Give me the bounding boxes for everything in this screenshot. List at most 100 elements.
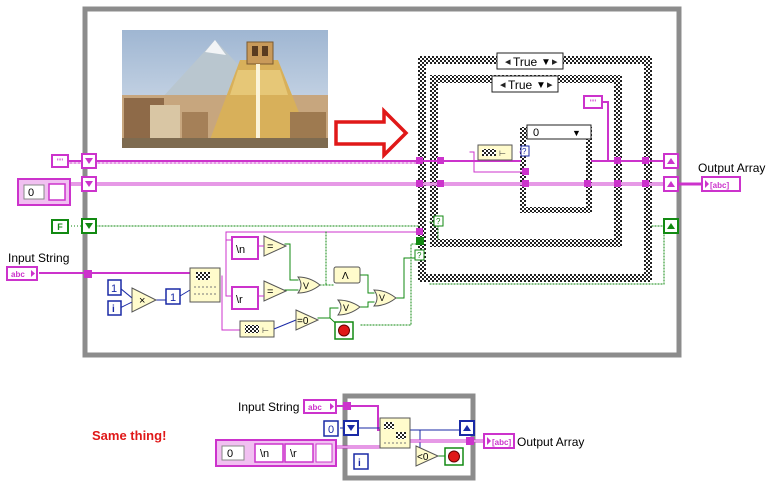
shift-register-left-array[interactable]	[81, 176, 97, 192]
less-zero-symbol: <0	[417, 452, 429, 463]
inner-case-selector[interactable]: ◂ True ▼ ▸	[491, 75, 559, 93]
array-element-0[interactable]	[254, 443, 284, 463]
and-gate[interactable]: Λ	[333, 266, 361, 284]
match-pattern-function[interactable]	[379, 417, 411, 449]
iteration-text: i	[358, 458, 361, 469]
shift-register-left-bool[interactable]	[81, 218, 97, 234]
cr-text: \r	[236, 294, 243, 306]
case-selector-question: ?	[414, 249, 425, 261]
false-constant-text: F	[57, 222, 63, 232]
shift-register-right-string[interactable]	[663, 153, 679, 169]
shift-register-right-array[interactable]	[663, 176, 679, 192]
empty-string-constant[interactable]: ""	[51, 154, 69, 168]
input-tunnel-2	[343, 402, 351, 410]
equals-zero-symbol: =0	[297, 316, 309, 327]
outer-case-selector[interactable]: ◂ True ▼ ▸	[496, 52, 564, 70]
numeric-value: 1	[111, 283, 117, 295]
or-gate-3[interactable]: V	[373, 289, 397, 307]
shift-register-right-bool[interactable]	[663, 218, 679, 234]
shift-register-up-icon	[667, 181, 675, 187]
and-symbol: Λ	[342, 271, 349, 282]
string-length-inner[interactable]: ⊢	[477, 144, 513, 161]
case-tunnel	[416, 228, 423, 235]
input-terminal-text: abc	[11, 270, 25, 279]
array-index-value: 0	[227, 448, 233, 460]
stop-terminal[interactable]	[334, 321, 354, 340]
stop-terminal-2[interactable]	[444, 447, 464, 466]
output-array-terminal[interactable]: [abc]	[701, 176, 741, 192]
terminal-arrow-icon	[487, 437, 491, 445]
array-element-1[interactable]	[284, 443, 314, 463]
same-thing-note: Same thing!	[92, 428, 166, 443]
case-tunnel	[642, 180, 649, 187]
equals-function-newline[interactable]: =	[263, 235, 288, 257]
selector-dropdown-icon: ▼	[541, 57, 551, 68]
array-element-0-text: \n	[260, 448, 269, 460]
case-tunnel	[437, 157, 444, 164]
array-element-empty[interactable]	[315, 443, 333, 463]
string-icon	[245, 325, 259, 333]
shift-register-left-string[interactable]	[81, 153, 97, 169]
output-array-label: Output Array	[698, 161, 765, 175]
equals-zero-function[interactable]: =0	[295, 309, 320, 331]
or-symbol: V	[303, 281, 309, 291]
output-array-label-2: Output Array	[517, 435, 584, 449]
selector-dropdown-icon: ▼	[572, 128, 581, 138]
input-string-terminal[interactable]: abc	[6, 266, 38, 281]
numeric-constant-one[interactable]: 1	[107, 279, 122, 296]
input-string-label: Input String	[8, 251, 69, 265]
case-tunnel	[522, 168, 529, 175]
string-subset-function[interactable]	[189, 267, 221, 303]
empty-string-constant-right[interactable]: ""	[583, 95, 603, 109]
question-text: ?	[417, 251, 422, 260]
selector-prev-icon: ◂	[505, 56, 511, 68]
numeric-constant-one-b[interactable]: 1	[165, 288, 181, 305]
string-icon	[396, 432, 406, 439]
stop-icon	[448, 450, 460, 463]
carriage-return-constant[interactable]: \r	[231, 286, 259, 310]
string-length-function[interactable]: ⊢	[239, 320, 275, 338]
numeric-value: 0	[328, 424, 334, 436]
array-element-1-text: \r	[290, 448, 297, 460]
or-gate-2[interactable]: V	[336, 299, 361, 316]
iteration-terminal-2: i	[353, 453, 369, 470]
input-terminal-text: abc	[308, 403, 322, 412]
input-string-terminal-2[interactable]: abc	[303, 399, 337, 414]
array-constant-2[interactable]: 0 \n \r	[215, 439, 337, 467]
shift-register-right-2[interactable]	[459, 420, 475, 436]
index-case-label: 0	[533, 127, 539, 139]
case-tunnel	[614, 157, 621, 164]
case-tunnel	[416, 157, 423, 164]
newline-constant[interactable]: \n	[231, 236, 259, 260]
case-tunnel	[522, 180, 529, 187]
input-string-label-2: Input String	[238, 400, 299, 414]
array-constant[interactable]: 0	[17, 178, 71, 206]
iteration-terminal: i	[107, 300, 122, 316]
equals-function-cr[interactable]: =	[263, 280, 288, 302]
selector-prev-icon: ◂	[500, 79, 506, 91]
terminal-arrow-icon	[330, 403, 334, 410]
string-icon	[482, 149, 496, 156]
index-case-selector[interactable]: 0 ▼	[526, 124, 592, 140]
newline-text: \n	[236, 244, 245, 256]
false-constant[interactable]: F	[51, 219, 69, 234]
length-icon: ⊢	[499, 149, 506, 158]
multiply-function[interactable]: ×	[131, 287, 158, 313]
string-icon	[384, 422, 394, 429]
shift-register-down-icon	[85, 181, 93, 187]
terminal-arrow-icon	[31, 270, 35, 277]
output-terminal-text: [abc]	[492, 438, 511, 447]
shift-register-up-icon	[667, 223, 675, 229]
numeric-value: 1	[170, 292, 176, 304]
less-than-zero-function[interactable]: <0	[415, 445, 440, 467]
case-tunnel	[642, 157, 649, 164]
selector-next-icon: ▸	[552, 56, 558, 68]
or-symbol: V	[343, 303, 349, 313]
index-constant-2[interactable]: 0	[323, 420, 339, 437]
shift-register-left-2[interactable]	[343, 420, 359, 436]
empty-string-text: ""	[590, 98, 596, 108]
or-gate-1[interactable]: V	[297, 276, 321, 294]
output-tunnel-2	[466, 437, 474, 445]
output-array-terminal-2[interactable]: [abc]	[483, 433, 515, 449]
case-tunnel	[437, 180, 444, 187]
